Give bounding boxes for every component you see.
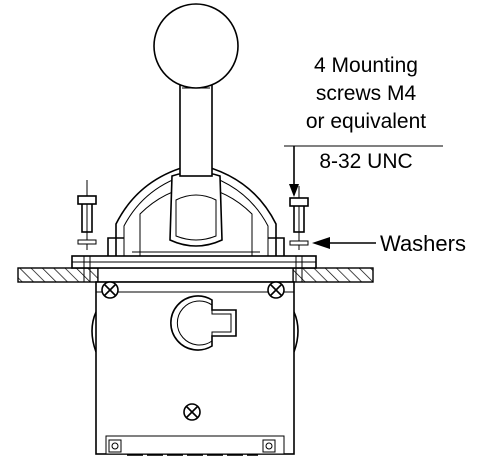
washers-label: Washers [380, 231, 466, 256]
right-flange-screw-icon [267, 281, 285, 299]
mounting-screws-annotation: 4 Mounting screws M4 or equivalent 8-32 … [284, 54, 443, 197]
mounting-label-line2: screws M4 [316, 82, 417, 105]
mounting-flange [71, 251, 317, 269]
mounting-label-line4: 8-32 UNC [319, 150, 412, 173]
lever-knob [153, 3, 239, 89]
right-mounting-screw [289, 186, 309, 282]
lever-gate [169, 171, 223, 247]
left-mounting-screw [77, 180, 97, 282]
keyed-center-hole [170, 295, 237, 351]
lever-shaft [179, 83, 213, 177]
joystick-housing [95, 281, 295, 455]
housing-side-bulges [91, 311, 299, 353]
mounting-label-line1: 4 Mounting [314, 54, 418, 77]
left-flange-screw-icon [101, 281, 119, 299]
mounting-label-line3: or equivalent [306, 110, 426, 133]
washers-annotation: Washers [312, 231, 466, 256]
mounting-panel [17, 267, 374, 283]
bottom-screw-icon [183, 403, 201, 421]
bottom-connector [105, 435, 285, 456]
